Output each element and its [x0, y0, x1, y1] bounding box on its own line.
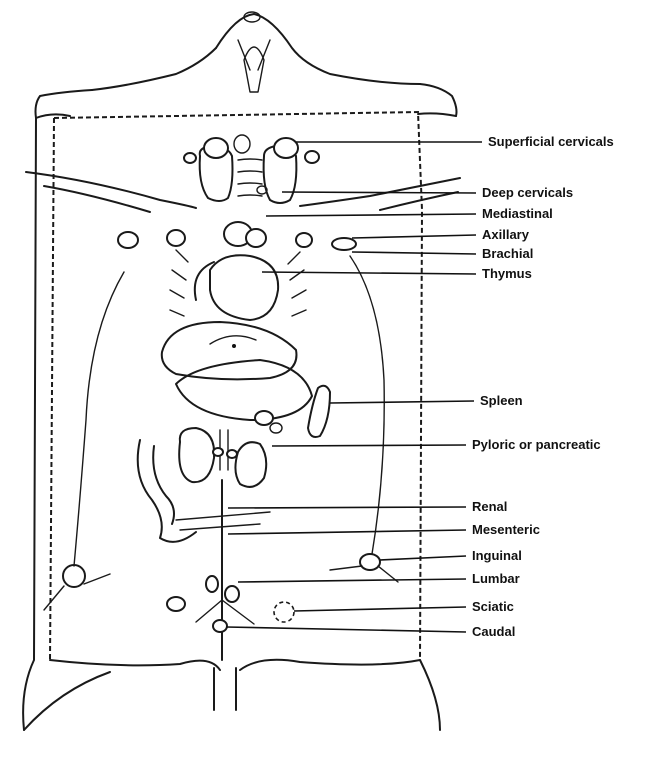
dissected-mouse-drawing: [23, 12, 460, 730]
renal-label: Renal: [472, 499, 507, 514]
deep-cervicals-leader-line: [282, 192, 476, 193]
sciatic-leader-line: [294, 607, 466, 611]
mediastinal-leader-line: [266, 214, 476, 216]
inguinal-label: Inguinal: [472, 548, 522, 563]
spleen-label: Spleen: [480, 393, 523, 408]
brachial-leader-line: [352, 252, 476, 254]
sciatic-label: Sciatic: [472, 599, 514, 614]
renal-leader-line: [228, 507, 466, 508]
axillary-label: Axillary: [482, 227, 530, 242]
mediastinal-label: Mediastinal: [482, 206, 553, 221]
axillary-leader-line: [352, 235, 476, 238]
pyloric-or-pancreatic-label: Pyloric or pancreatic: [472, 437, 601, 452]
superficial-cervicals-label: Superficial cervicals: [488, 134, 614, 149]
lumbar-leader-line: [238, 579, 466, 582]
spleen-leader-line: [330, 401, 474, 403]
mesenteric-label: Mesenteric: [472, 522, 540, 537]
lumbar-label: Lumbar: [472, 571, 520, 586]
inguinal-leader-line: [380, 556, 466, 560]
mesenteric-leader-line: [228, 530, 466, 534]
brachial-label: Brachial: [482, 246, 533, 261]
deep-cervicals-label: Deep cervicals: [482, 185, 573, 200]
caudal-label: Caudal: [472, 624, 515, 639]
pyloric-or-pancreatic-leader-line: [272, 445, 466, 446]
label-leader-lines: [226, 142, 482, 632]
caudal-leader-line: [226, 627, 466, 632]
thymus-leader-line: [262, 272, 476, 274]
thymus-label: Thymus: [482, 266, 532, 281]
